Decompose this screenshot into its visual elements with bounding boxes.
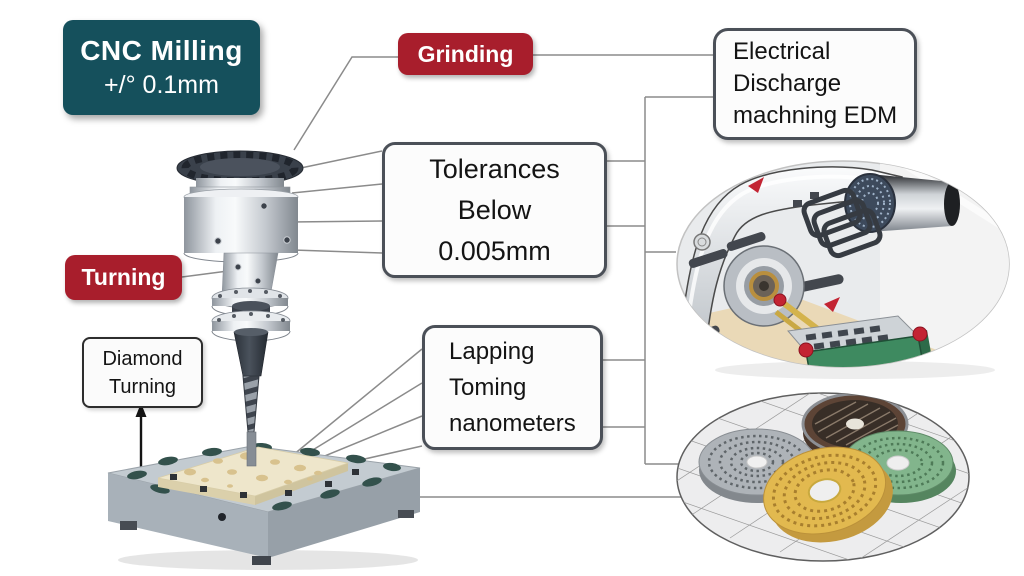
tolerances-line2: Below bbox=[457, 194, 532, 225]
lapping-line2: Toming bbox=[449, 373, 527, 401]
diamond-turning-line2: Turning bbox=[108, 375, 177, 398]
edm-photo bbox=[676, 160, 1010, 379]
edm-line3: machning EDM bbox=[733, 102, 898, 129]
cnc-milling-title: CNC Milling bbox=[80, 35, 243, 66]
milling-spindle bbox=[176, 150, 304, 467]
cnc-machine-illustration bbox=[107, 150, 421, 570]
lapping-line1: Lapping bbox=[449, 337, 535, 365]
lapping-line3: nanometers bbox=[449, 409, 576, 437]
tolerances-line3: 0.005mm bbox=[438, 235, 551, 266]
cnc-milling-badge: CNC Milling +/° 0.1mm bbox=[63, 20, 260, 115]
workpiece bbox=[157, 446, 359, 505]
turning-label: Turning bbox=[81, 264, 166, 290]
turning-badge: Turning bbox=[65, 255, 182, 300]
lapping-label-box: Lapping Toming nanometers bbox=[422, 325, 603, 450]
lapping-discs-photo bbox=[676, 392, 970, 562]
edm-line2: Discharge bbox=[733, 70, 842, 97]
edm-line1: Electrical bbox=[733, 38, 831, 65]
edm-label-box: Electrical Discharge machning EDM bbox=[713, 28, 917, 140]
disc-yellow bbox=[763, 446, 893, 543]
cnc-milling-tolerance: +/° 0.1mm bbox=[104, 71, 219, 99]
tolerances-line1: Tolerances bbox=[429, 153, 560, 184]
grinding-badge: Grinding bbox=[398, 33, 533, 75]
diamond-turning-label-box: Diamond Turning bbox=[82, 337, 203, 408]
tolerances-label-box: Tolerances Below 0.005mm bbox=[382, 142, 607, 278]
diamond-turning-line1: Diamond bbox=[102, 347, 183, 370]
connector-lines bbox=[181, 54, 713, 498]
grinding-label: Grinding bbox=[417, 40, 514, 67]
